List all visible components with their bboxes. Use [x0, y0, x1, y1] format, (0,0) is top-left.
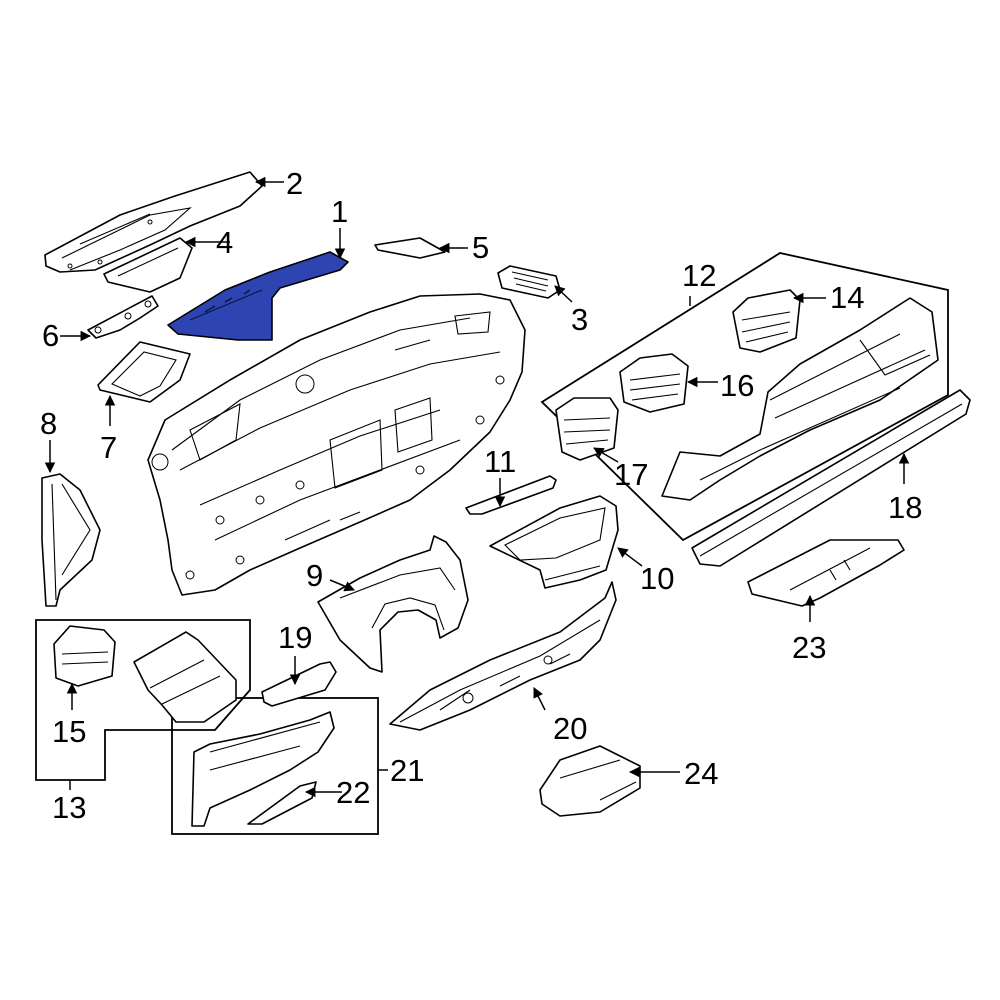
callout-7: 7 — [100, 430, 117, 465]
callout-2: 2 — [286, 166, 303, 201]
callout-13: 13 — [52, 790, 86, 825]
part-18-trim-strip[interactable] — [691, 389, 971, 567]
dashboard-carrier-frame — [147, 293, 526, 596]
callout-24: 24 — [684, 756, 718, 791]
part-3-vent[interactable] — [497, 265, 561, 299]
part-2-upper-trim-panel[interactable] — [44, 171, 263, 273]
callout-20: 20 — [553, 711, 587, 746]
callout-5: 5 — [472, 230, 489, 265]
callout-15: 15 — [52, 714, 86, 749]
part-21-glovebox-frame[interactable] — [191, 711, 335, 827]
part-20-lower-carrier[interactable] — [389, 581, 617, 731]
callout-8: 8 — [40, 406, 57, 441]
callout-18: 18 — [888, 490, 922, 525]
part-13-duct[interactable] — [133, 631, 237, 723]
callout-11: 11 — [484, 444, 516, 479]
callout-4: 4 — [216, 225, 233, 260]
leader-lines — [44, 176, 910, 798]
part-1-dash-top-cover[interactable] — [167, 251, 349, 341]
part-23-lower-panel[interactable] — [747, 539, 905, 607]
callout-16: 16 — [720, 368, 754, 403]
part-11-trim-strip[interactable] — [465, 475, 557, 515]
part-17-vent[interactable] — [555, 397, 619, 461]
part-7-display-frame[interactable] — [97, 341, 191, 403]
callout-17: 17 — [614, 457, 648, 492]
callout-6: 6 — [42, 318, 59, 353]
callout-19: 19 — [278, 620, 312, 655]
part-14-vent[interactable] — [732, 289, 801, 353]
part-19-trim[interactable] — [261, 661, 337, 707]
part-9-instrument-shroud[interactable] — [317, 535, 469, 673]
callout-14: 14 — [830, 280, 864, 315]
group-box-12 — [540, 252, 949, 542]
callout-21: 21 — [390, 753, 424, 788]
part-16-vent[interactable] — [619, 353, 689, 413]
callout-22: 22 — [336, 775, 370, 810]
part-12-passenger-panel[interactable] — [661, 297, 939, 501]
part-6-bracket[interactable] — [87, 295, 159, 339]
callout-3: 3 — [571, 302, 588, 337]
part-8-end-panel[interactable] — [41, 473, 101, 607]
part-24-module[interactable] — [539, 745, 641, 817]
callout-12: 12 — [682, 258, 716, 293]
part-10-center-bezel[interactable] — [489, 495, 619, 589]
part-5-speaker-grille[interactable] — [374, 237, 446, 259]
callout-9: 9 — [306, 558, 323, 593]
callout-1: 1 — [331, 194, 348, 229]
callout-labels: 1 2 3 4 5 6 7 8 9 10 11 12 13 14 15 16 1… — [40, 166, 922, 825]
part-15-vent[interactable] — [53, 625, 116, 687]
callout-10: 10 — [640, 561, 674, 596]
callout-23: 23 — [792, 630, 826, 665]
group-box-13 — [35, 619, 251, 781]
part-4-display-bezel[interactable] — [103, 237, 193, 293]
part-22-glovebox-door[interactable] — [247, 781, 317, 825]
